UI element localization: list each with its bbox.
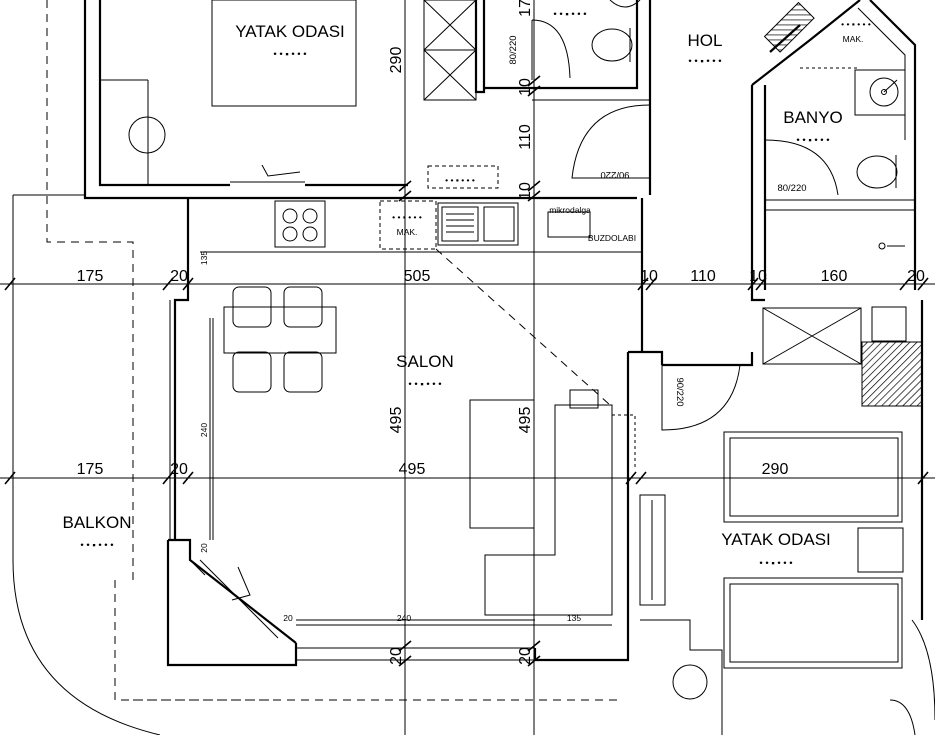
dim-label: 20 bbox=[199, 543, 209, 553]
dim-label: 290 bbox=[762, 461, 789, 478]
dim-label: 10 bbox=[517, 78, 534, 96]
dim-label: 160 bbox=[821, 268, 848, 285]
room-dots: • • ▪ • • • bbox=[273, 49, 306, 60]
dim-label: 20 bbox=[907, 268, 925, 285]
room-dots: • • ▪ • • • bbox=[688, 56, 721, 67]
label-mak-top: MAK. bbox=[843, 34, 864, 44]
living-room bbox=[166, 286, 664, 667]
dim-label: 10 bbox=[749, 268, 767, 285]
dim-label: 20 bbox=[517, 647, 534, 665]
dim-label: 17 bbox=[517, 0, 534, 17]
dimension-ticks bbox=[4, 75, 929, 667]
sink-icon bbox=[437, 202, 519, 246]
lamp-icon bbox=[128, 116, 166, 154]
dim-label: 495 bbox=[388, 407, 405, 434]
lamp-icon bbox=[672, 664, 708, 700]
sink-icon bbox=[869, 77, 899, 107]
label-fridge: BUZDOLABI bbox=[588, 233, 636, 243]
room-dots: • • ▪ • • • bbox=[841, 19, 871, 29]
dim-label: 495 bbox=[399, 461, 426, 478]
room-dots: • • ▪ • • • bbox=[553, 9, 586, 20]
closet-wc bbox=[423, 0, 641, 101]
dim-label: 110 bbox=[690, 268, 716, 285]
toilet-icon bbox=[591, 28, 633, 62]
cooktop-icon bbox=[274, 200, 326, 248]
room-dots: • • ▪ • • • bbox=[408, 379, 441, 390]
dim-label: 175 bbox=[77, 461, 104, 478]
label-microwave: mikrodalga bbox=[549, 205, 591, 215]
dim-label: 135 bbox=[567, 613, 581, 623]
room-dots: • • ▪ • • • bbox=[392, 212, 422, 222]
label-door-80-220-b: 80/220 bbox=[777, 183, 806, 194]
dim-label: 110 bbox=[517, 124, 534, 150]
label-door-90-220-bed: 90/220 bbox=[674, 377, 685, 406]
dim-label: 240 bbox=[199, 423, 209, 437]
label-door-90-220-hall: 90/220 bbox=[600, 169, 629, 180]
dim-label: 240 bbox=[397, 613, 411, 623]
dim-label: 20 bbox=[170, 268, 188, 285]
room-dots: • • ▪ • • • bbox=[445, 175, 475, 185]
drain-icon bbox=[878, 242, 886, 250]
kitchen bbox=[173, 165, 644, 540]
room-label-balcony: BALKON bbox=[63, 513, 132, 532]
dim-label: 290 bbox=[388, 47, 405, 74]
dim-label: 20 bbox=[388, 647, 405, 665]
room-label-hall: HOL bbox=[688, 31, 723, 50]
dim-label: 505 bbox=[404, 268, 431, 285]
bathroom bbox=[750, 0, 917, 302]
bedroom-top bbox=[83, 0, 408, 200]
dim-label: 20 bbox=[283, 613, 293, 623]
room-label-living: SALON bbox=[396, 352, 454, 371]
room-label-bedroom-top: YATAK ODASI bbox=[235, 22, 345, 41]
hall bbox=[532, 0, 652, 195]
dim-label: 20 bbox=[170, 461, 188, 478]
dim-label: 495 bbox=[517, 407, 534, 434]
balcony-outline bbox=[12, 0, 620, 735]
label-door-80-220-a: 80/220 bbox=[508, 35, 519, 64]
dim-label: 10 bbox=[640, 268, 658, 285]
dim-label: 10 bbox=[517, 182, 534, 200]
toilet-icon bbox=[856, 155, 898, 189]
label-mak-kitchen: MAK. bbox=[397, 227, 418, 237]
bedroom-right bbox=[639, 300, 935, 735]
room-dots: • • ▪ • • • bbox=[759, 558, 792, 569]
room-dots: • • ▪ • • • bbox=[80, 540, 113, 551]
dim-label: 135 bbox=[199, 251, 209, 265]
dim-label: 175 bbox=[77, 268, 104, 285]
room-label-bedroom-right: YATAK ODASI bbox=[721, 530, 831, 549]
dining-table bbox=[223, 306, 337, 354]
room-dots: • • ▪ • • • bbox=[796, 135, 829, 146]
sofa bbox=[484, 404, 613, 616]
room-label-bathroom: BANYO bbox=[783, 108, 843, 127]
